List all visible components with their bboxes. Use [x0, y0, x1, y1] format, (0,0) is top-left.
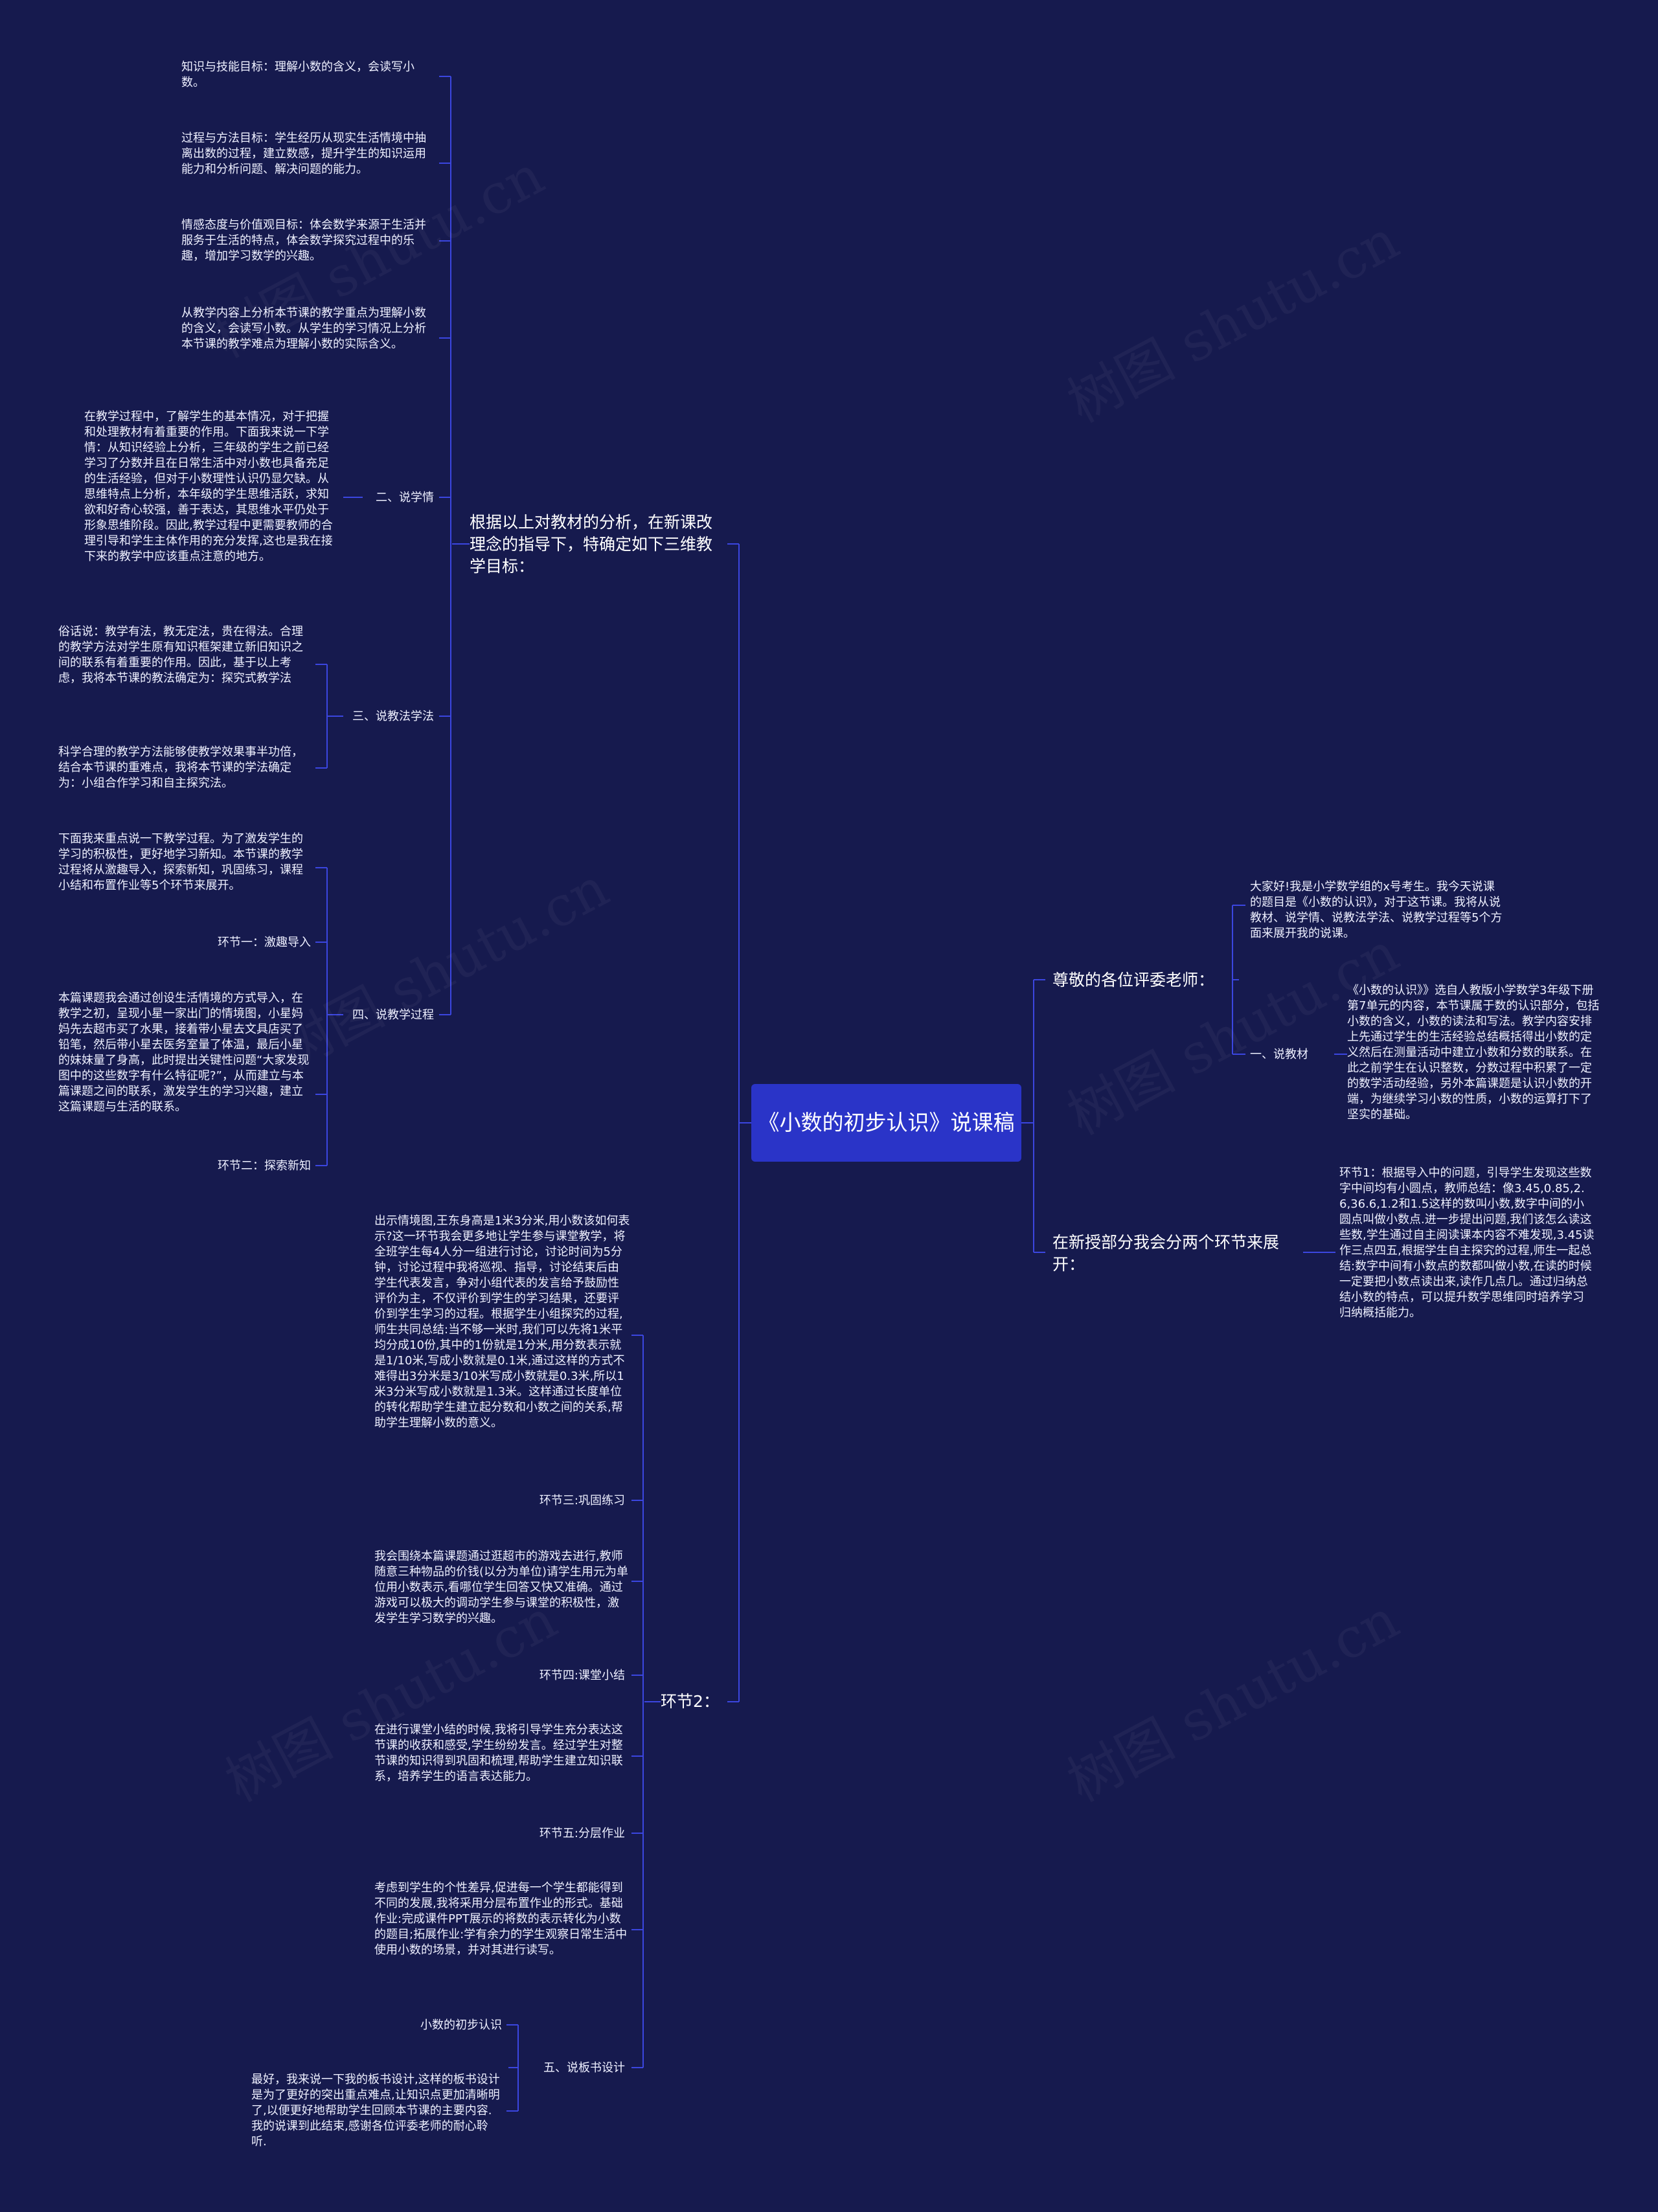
step2-detail-node[interactable]: 环节2：: [661, 1692, 720, 1711]
step4-node[interactable]: 环节四:课堂小结: [539, 1669, 625, 1682]
goal-knowledge-node[interactable]: 知识与技能目标：理解小数的含义，会读写小数。: [181, 60, 414, 89]
step1-node[interactable]: 环节一：激趣导入: [218, 936, 311, 949]
process-text-node[interactable]: 下面我来重点说一下教学过程。为了激发学生的学习的积极性，更好地学习新知。本节课的…: [58, 832, 303, 892]
greeting-intro-node[interactable]: 大家好!我是小学数学组的x号考生。我今天说课的题目是《小数的认识》，对于这节课。…: [1250, 880, 1503, 940]
board-title-node[interactable]: 小数的初步认识: [420, 2018, 502, 2032]
textbook-text-node[interactable]: 《小数的认识》》选自人教版小学数学3年级下册第7单元的内容，本节课属于数的认识部…: [1347, 984, 1600, 1122]
learning-node[interactable]: 二、说学情: [376, 491, 434, 504]
goal-emotion-node[interactable]: 情感态度与价值观目标：体会数学来源于生活并服务于生活的特点，体会数学探究过程中的…: [181, 218, 426, 263]
step5-node[interactable]: 环节五:分层作业: [539, 1827, 625, 1840]
step3-node[interactable]: 环节三:巩固练习: [539, 1494, 625, 1507]
situation-text-node[interactable]: 出示情境图,王东身高是1米3分米,用小数该如何表示?这一环节我会更多地让学生参与…: [374, 1214, 630, 1430]
textbook-node[interactable]: 一、说教材: [1250, 1048, 1308, 1061]
process-node[interactable]: 四、说教学过程: [352, 1008, 434, 1022]
board-node[interactable]: 五、说板书设计: [543, 2061, 625, 2075]
root-node[interactable]: 《小数的初步认识》说课稿: [751, 1084, 1021, 1162]
method-text1-node[interactable]: 俗话说：教学有法，教无定法，贵在得法。合理的教学方法对学生原有知识框架建立新旧知…: [58, 625, 303, 685]
goals-node[interactable]: 根据以上对教材的分析，在新课改理念的指导下，特确定如下三维教学目标：: [470, 513, 713, 576]
learning-text-node[interactable]: 在教学过程中，了解学生的基本情况，对于把握和处理教材有着重要的作用。下面我来说一…: [84, 410, 333, 563]
method-text2-node[interactable]: 科学合理的教学方法能够使教学效果事半功倍，结合本节课的重难点，我将本节课的学法确…: [58, 745, 303, 790]
key-points-node[interactable]: 从教学内容上分析本节课的教学重点为理解小数的含义，会读写小数。从学生的学习情况上…: [181, 306, 426, 351]
step1-text-node[interactable]: 本篇课题我会通过创设生活情境的方式导入，在教学之初，呈现小星一家出门的情境图，小…: [58, 991, 310, 1114]
step3-text-node[interactable]: 我会围绕本篇课题通过逛超市的游戏去进行,教师随意三种物品的价钱(以分为单位)请学…: [374, 1550, 629, 1625]
board-text-node[interactable]: 最好，我来说一下我的板书设计,这样的板书设计是为了更好的突出重点难点,让知识点更…: [251, 2073, 500, 2149]
goal-process-node[interactable]: 过程与方法目标：学生经历从现实生活情境中抽离出数的过程，建立数感，提升学生的知识…: [181, 131, 426, 176]
greeting-node[interactable]: 尊敬的各位评委老师：: [1052, 971, 1215, 989]
step4-text-node[interactable]: 在进行课堂小结的时候,我将引导学生充分表达这节课的收获和感受,学生纷纷发言。经过…: [374, 1723, 623, 1783]
step5-text-node[interactable]: 考虑到学生的个性差异,促进每一个学生都能得到不同的发展,我将采用分层布置作业的形…: [374, 1881, 628, 1957]
new-lesson-node[interactable]: 在新授部分我会分两个环节来展开：: [1052, 1233, 1280, 1274]
new-lesson-text-node[interactable]: 环节1：根据导入中的问题，引导学生发现这些数字中间均有小圆点，教师总结：像3.4…: [1339, 1166, 1595, 1320]
step2-node[interactable]: 环节二：探索新知: [218, 1159, 311, 1173]
method-node[interactable]: 三、说教法学法: [352, 710, 434, 723]
